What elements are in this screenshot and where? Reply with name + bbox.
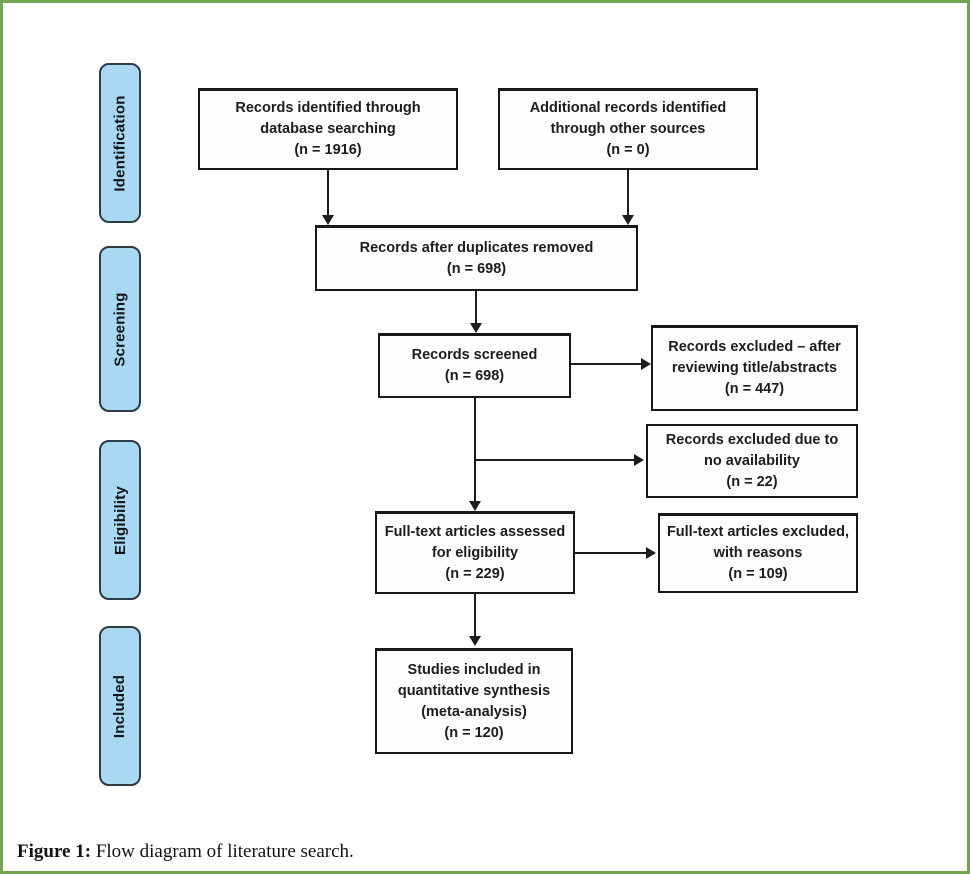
arrow-db-to-duplicates bbox=[327, 170, 329, 217]
box-line: Records identified through bbox=[235, 100, 421, 116]
arrowhead-down-icon bbox=[622, 215, 634, 225]
arrowhead-right-icon bbox=[646, 547, 656, 559]
stage-eligibility-label: Eligibility bbox=[111, 485, 129, 555]
stage-included: Included bbox=[99, 626, 141, 786]
box-line: Full-text articles excluded, bbox=[666, 524, 850, 540]
box-count: (n = 698) bbox=[444, 368, 505, 384]
arrowhead-right-icon bbox=[634, 454, 644, 466]
arrow-duplicates-to-screened bbox=[475, 291, 477, 325]
arrow-fulltext-to-included bbox=[474, 594, 476, 638]
figure-caption-label: Figure 1: bbox=[17, 841, 92, 862]
box-count: (n = 120) bbox=[444, 724, 504, 741]
arrowhead-down-icon bbox=[469, 636, 481, 646]
stage-included-label: Included bbox=[111, 674, 129, 738]
arrow-fulltext-to-excluded bbox=[575, 552, 648, 554]
box-fulltext-assessed: Full-text articles assessed for eligibil… bbox=[375, 511, 575, 594]
box-line: through other sources bbox=[550, 121, 706, 137]
figure-caption-text: Flow diagram of literature search. bbox=[91, 841, 354, 862]
arrowhead-down-icon bbox=[469, 501, 481, 511]
box-line: database searching bbox=[260, 121, 396, 137]
arrowhead-right-icon bbox=[641, 358, 651, 370]
box-count: (n = 698) bbox=[446, 260, 507, 277]
box-fulltext-excluded: Full-text articles excluded, with reason… bbox=[658, 513, 858, 593]
figure-caption: Figure 1: Flow diagram of literature sea… bbox=[17, 841, 354, 863]
box-count: (n = 447) bbox=[724, 381, 785, 397]
box-count: (n = 109) bbox=[728, 566, 788, 582]
box-line: with reasons bbox=[713, 545, 803, 561]
box-excluded-no-availability: Records excluded due to no availability … bbox=[646, 424, 858, 498]
arrow-branch-to-no-availability bbox=[474, 459, 636, 461]
box-line: quantitative synthesis bbox=[397, 682, 551, 699]
box-line: reviewing title/abstracts bbox=[671, 360, 838, 376]
box-additional-records: Additional records identified through ot… bbox=[498, 88, 758, 170]
box-line: Studies included in bbox=[407, 661, 541, 678]
box-line: (meta-analysis) bbox=[421, 703, 527, 720]
box-line: for eligibility bbox=[431, 544, 519, 561]
stage-screening-label: Screening bbox=[111, 291, 129, 367]
arrow-other-to-duplicates bbox=[627, 170, 629, 217]
box-duplicates-removed: Records after duplicates removed (n = 69… bbox=[315, 225, 638, 291]
stage-screening: Screening bbox=[99, 246, 141, 412]
arrowhead-down-icon bbox=[322, 215, 334, 225]
box-line: Records excluded due to bbox=[665, 431, 839, 448]
box-line: Full-text articles assessed bbox=[384, 523, 566, 540]
box-count: (n = 1916) bbox=[294, 142, 362, 158]
box-line: no availability bbox=[704, 452, 800, 469]
arrowhead-down-icon bbox=[470, 323, 482, 333]
box-records-identified-database: Records identified through database sear… bbox=[198, 88, 458, 170]
box-line: Records after duplicates removed bbox=[359, 239, 594, 256]
stage-eligibility: Eligibility bbox=[99, 440, 141, 600]
stage-identification: Identification bbox=[99, 63, 141, 223]
arrow-screened-to-excluded bbox=[571, 363, 643, 365]
arrow-screened-to-fulltext bbox=[474, 398, 476, 503]
box-studies-included: Studies included in quantitative synthes… bbox=[375, 648, 573, 754]
box-line: Additional records identified bbox=[529, 100, 727, 116]
box-count: (n = 229) bbox=[445, 565, 505, 582]
stage-identification-label: Identification bbox=[111, 94, 129, 192]
box-excluded-title-abstracts: Records excluded – after reviewing title… bbox=[651, 325, 858, 411]
box-line: Records excluded – after bbox=[668, 339, 841, 355]
box-line: Records screened bbox=[411, 347, 538, 363]
box-records-screened: Records screened (n = 698) bbox=[378, 333, 571, 398]
box-count: (n = 0) bbox=[606, 142, 650, 158]
box-count: (n = 22) bbox=[726, 473, 778, 490]
